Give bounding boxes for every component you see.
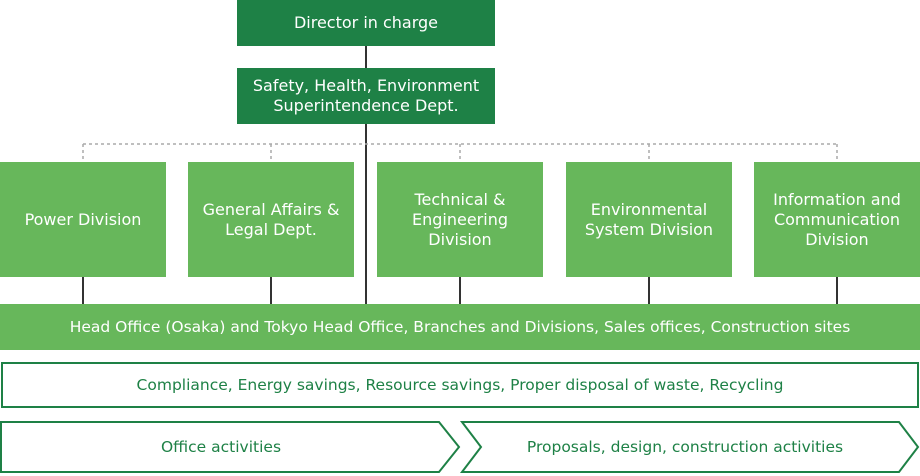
- proposals-activities-arrow: [459, 421, 920, 473]
- proposals-activities-box: Proposals, design, construction activiti…: [470, 422, 900, 472]
- division-label: Information and Communication Division: [773, 189, 901, 249]
- director-in-charge-box: Director in charge: [237, 0, 495, 46]
- head-office-band-label: Head Office (Osaka) and Tokyo Head Offic…: [69, 318, 851, 336]
- division-box-environmental-system: Environmental System Division: [566, 162, 732, 277]
- policies-box: Compliance, Energy savings, Resource sav…: [1, 362, 919, 408]
- division-box-general-affairs: General Affairs & Legal Dept.: [188, 162, 354, 277]
- superintendence-dept-label: Safety, Health, Environment Superintende…: [252, 76, 480, 115]
- proposals-activities-label: Proposals, design, construction activiti…: [526, 438, 844, 456]
- division-box-information-communication: Information and Communication Division: [754, 162, 920, 277]
- division-label: Technical & Engineering Division: [412, 189, 508, 249]
- division-label: Power Division: [24, 209, 142, 229]
- policies-label: Compliance, Energy savings, Resource sav…: [136, 376, 784, 394]
- division-box-power: Power Division: [0, 162, 166, 277]
- office-activities-label: Office activities: [160, 438, 282, 456]
- office-activities-arrow: [0, 421, 461, 473]
- division-label: General Affairs & Legal Dept.: [202, 199, 340, 239]
- superintendence-dept-box: Safety, Health, Environment Superintende…: [237, 68, 495, 124]
- head-office-band: Head Office (Osaka) and Tokyo Head Offic…: [0, 304, 920, 350]
- director-in-charge-label: Director in charge: [293, 13, 439, 32]
- office-activities-box: Office activities: [1, 422, 441, 472]
- division-box-technical-engineering: Technical & Engineering Division: [377, 162, 543, 277]
- division-label: Environmental System Division: [584, 199, 714, 239]
